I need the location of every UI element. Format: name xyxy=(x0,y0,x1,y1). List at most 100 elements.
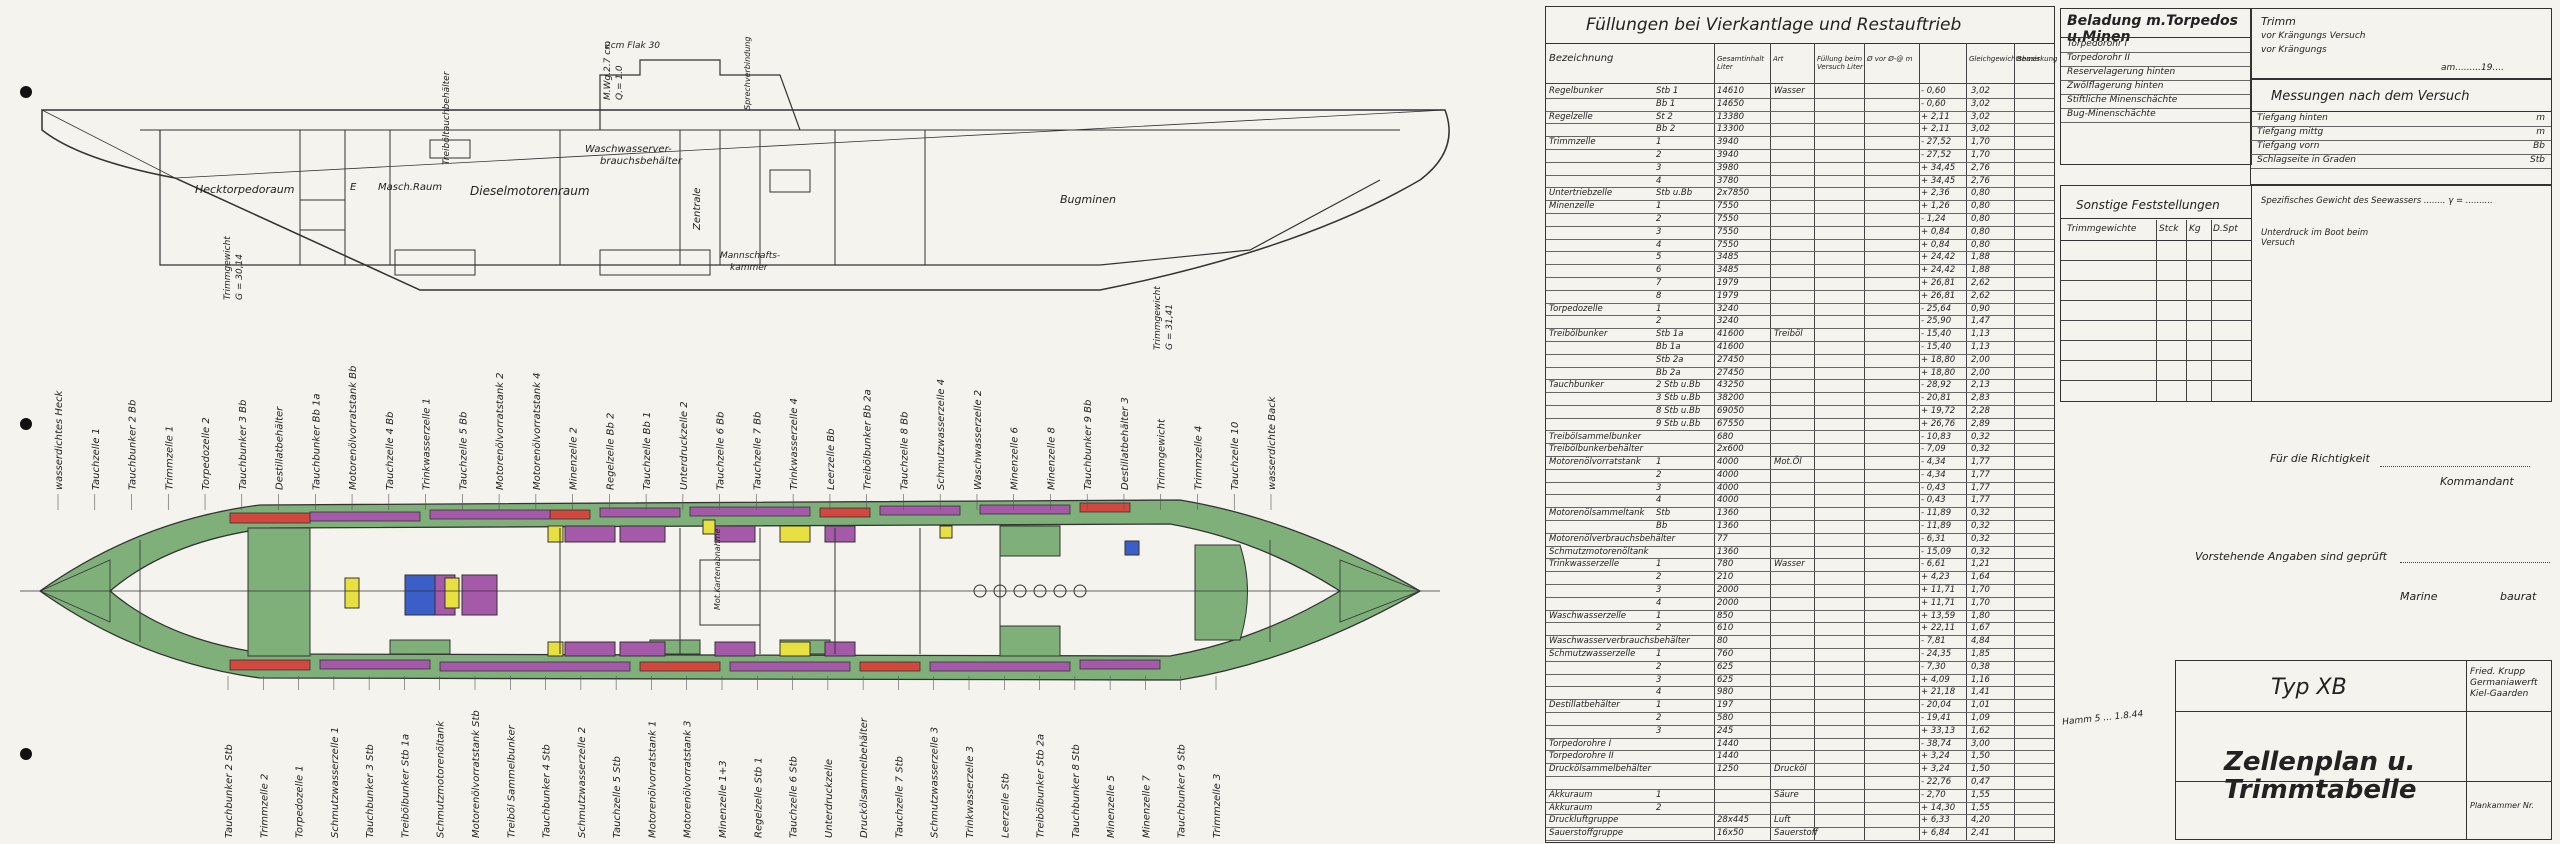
bottom-cell-label: Motorenölvorratstank 1 xyxy=(647,720,658,838)
other-col-header: D.Spt xyxy=(2213,224,2238,234)
table-cell: + 6,33 xyxy=(1921,815,1950,826)
bottom-cell-label: Minenzelle 5 xyxy=(1106,775,1117,838)
table-cell: 8 Stb u.Bb xyxy=(1656,405,1701,416)
table-cell: 760 xyxy=(1717,649,1734,660)
table-cell: 41600 xyxy=(1717,341,1745,352)
fill-table-title: Füllungen bei Vierkantlage und Restauftr… xyxy=(1586,15,1962,35)
table-cell: 1 xyxy=(1656,559,1662,570)
table-cell: 7 xyxy=(1656,277,1662,288)
fill-header-cell: Ø vor Ø-@ m xyxy=(1867,55,1913,63)
table-cell: 14650 xyxy=(1717,98,1745,109)
table-cell: 3485 xyxy=(1717,252,1739,263)
table-cell: 3 xyxy=(1656,674,1662,685)
table-cell: 7550 xyxy=(1717,213,1739,224)
table-cell: 2 xyxy=(1656,213,1662,224)
table-cell: 1,47 xyxy=(1971,316,1990,327)
bottom-cell-label: Tauchbunker 2 Stb xyxy=(224,744,235,838)
loading-row: Bug-Minenschächte xyxy=(2061,109,2251,123)
svg-text:Sprechverbindung: Sprechverbindung xyxy=(743,37,752,110)
side-view xyxy=(41,59,1450,291)
svg-text:G = 31,41: G = 31,41 xyxy=(1165,304,1175,350)
top-cell-label: Minenzelle 6 xyxy=(1010,427,1021,490)
table-cell: + 34,45 xyxy=(1921,162,1956,173)
table-cell: Bb 1a xyxy=(1656,341,1681,352)
table-cell: 2x7850 xyxy=(1717,188,1750,199)
table-cell: Trinkwasserzelle xyxy=(1549,559,1620,570)
bottom-cell-label: Treiböl Sammelbunker xyxy=(506,724,517,838)
top-cell-label: Tauchbunker Bb 1a xyxy=(311,394,322,491)
table-cell: Trimmzelle xyxy=(1549,137,1596,148)
top-cell-label: Motorenölvorratstank 2 xyxy=(495,372,506,490)
table-cell: 0,80 xyxy=(1971,239,1990,250)
table-cell: 2 xyxy=(1656,316,1662,327)
table-cell: + 2,11 xyxy=(1921,124,1950,135)
table-cell: 2,62 xyxy=(1971,277,1990,288)
bottom-cell-label: Tauchbunker 3 Stb xyxy=(365,744,376,838)
loading-row: Reservelagerung hinten xyxy=(2061,67,2251,81)
table-cell: + 34,45 xyxy=(1921,175,1956,186)
table-cell: Treibölsammelbunker xyxy=(1549,431,1642,442)
table-cell: + 18,80 xyxy=(1921,367,1956,378)
table-cell: - 19,41 xyxy=(1921,713,1952,724)
title-type: Typ XB xyxy=(2271,675,2347,700)
table-cell: 1 xyxy=(1656,303,1662,314)
table-cell: 3240 xyxy=(1717,316,1739,327)
table-cell: - 25,64 xyxy=(1921,303,1952,314)
loading-row: Torpedorohr I xyxy=(2061,39,2251,53)
table-cell: 980 xyxy=(1717,687,1734,698)
measure-box: Messungen nach dem Versuch Tiefgang hint… xyxy=(2250,78,2552,185)
top-cell-label: Torpedozelle 2 xyxy=(201,417,212,490)
top-cell-label: Tauchbunker 3 Bb xyxy=(238,400,249,490)
table-cell: 2 xyxy=(1656,469,1662,480)
table-cell: - 15,40 xyxy=(1921,329,1952,340)
svg-text:brauchsbehälter: brauchsbehälter xyxy=(600,156,683,167)
table-cell: 2,76 xyxy=(1971,162,1990,173)
table-cell: - 1,24 xyxy=(1921,213,1946,224)
top-cell-label: Motorenölvorratstank 4 xyxy=(532,372,543,490)
table-cell: 27450 xyxy=(1717,367,1745,378)
table-cell: 2,28 xyxy=(1971,405,1990,416)
top-cell-label: wasserdichte Back xyxy=(1267,395,1278,490)
loading-row: Stiftliche Minenschächte xyxy=(2061,95,2251,109)
table-cell: 0,32 xyxy=(1971,521,1990,532)
table-cell: Stb 2a xyxy=(1656,354,1684,365)
table-cell: 3780 xyxy=(1717,175,1739,186)
table-cell: 9 Stb u.Bb xyxy=(1656,418,1701,429)
table-cell: - 7,30 xyxy=(1921,661,1946,672)
table-cell: Sauerstoffgruppe xyxy=(1549,828,1624,839)
top-cell-label: wasserdichtes Heck xyxy=(54,389,65,490)
table-cell: 210 xyxy=(1717,572,1734,583)
bottom-cell-label: Leerzelle Stb xyxy=(1000,773,1011,838)
table-cell: - 11,89 xyxy=(1921,521,1952,532)
table-cell: Bb 2a xyxy=(1656,367,1681,378)
table-cell: Torpedozelle xyxy=(1549,303,1603,314)
fill-header-cell: Füllung beim Versuch Liter xyxy=(1817,55,1863,71)
table-cell: 14610 xyxy=(1717,86,1745,96)
bottom-cell-label: Minenzelle 1+3 xyxy=(718,760,729,838)
table-cell: 2 xyxy=(1656,572,1662,583)
table-cell: + 19,72 xyxy=(1921,405,1956,416)
table-cell: 2x600 xyxy=(1717,444,1744,455)
table-cell: 1 xyxy=(1656,700,1662,711)
table-cell: Motorenölverbrauchsbehälter xyxy=(1549,533,1676,544)
plan-view: Mot.Kartenabnahme xyxy=(20,499,1440,681)
bottom-cell-label: Tauchzelle 6 Stb xyxy=(789,756,800,838)
table-cell: 2,41 xyxy=(1971,828,1990,839)
table-cell: 2,62 xyxy=(1971,290,1990,301)
table-cell: 1 xyxy=(1656,457,1662,468)
table-cell: 13380 xyxy=(1717,111,1745,122)
bottom-cell-label: Unterdruckzelle xyxy=(824,759,835,838)
table-cell: 3,00 xyxy=(1971,738,1990,749)
table-cell: 2 Stb u.Bb xyxy=(1656,380,1701,391)
